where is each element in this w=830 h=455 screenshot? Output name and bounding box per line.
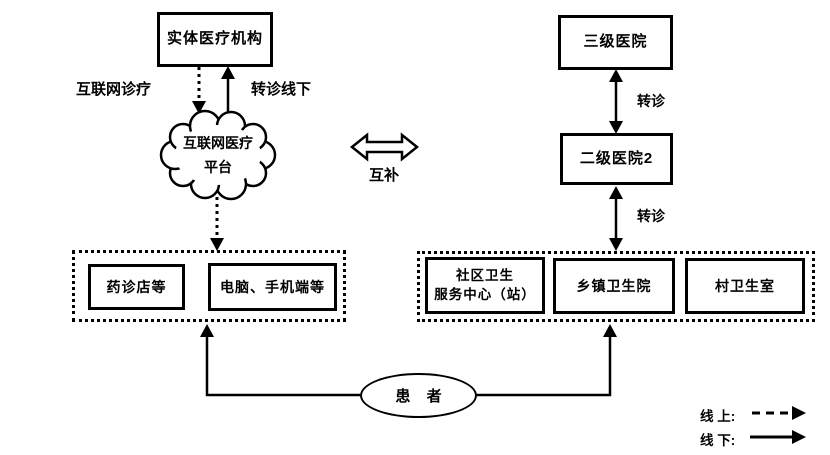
node-device-terminal: 电脑、手机端等	[208, 263, 337, 311]
legend-online-dashed-arrow	[752, 406, 806, 420]
cloud-platform-line1: 互联网医疗	[183, 135, 253, 151]
patient-left-connector	[200, 324, 360, 397]
legend-offline-label: 线 下:	[700, 433, 736, 448]
legend-online-label: 线 上:	[700, 409, 736, 424]
node-village-clinic: 村卫生室	[685, 258, 805, 314]
terminals-dotted-group	[72, 250, 346, 322]
cloud-shape	[159, 109, 277, 201]
node-pharmacy-terminal: 药诊店等	[88, 264, 185, 310]
patient-right-connector	[477, 324, 617, 397]
cloud-dotted-arrow-down	[210, 197, 224, 251]
label-referral-lower: 转诊	[637, 208, 665, 224]
node-physical-institution: 实体医疗机构	[157, 12, 273, 67]
node-community-health-center: 社区卫生 服务中心（站）	[425, 257, 545, 314]
cloud-platform-line2: 平台	[204, 159, 232, 175]
community-center-line1: 社区卫生	[456, 268, 514, 284]
primary-facilities-dotted-group	[417, 251, 815, 322]
label-referral-upper: 转诊	[637, 93, 665, 109]
legend-offline-solid-arrow	[750, 430, 806, 444]
offline-solid-arrow-up	[221, 66, 235, 117]
node-patient: 患 者	[360, 373, 477, 418]
cloud-platform-label: 互联网医疗 平台	[163, 131, 273, 179]
node-township-clinic: 乡镇卫生院	[553, 258, 675, 314]
node-secondary-hospital: 二级医院2	[560, 133, 673, 185]
community-center-line2: 服务中心（站）	[434, 286, 536, 302]
node-tertiary-hospital: 三级医院	[558, 15, 673, 70]
label-offline-referral: 转诊线下	[251, 81, 312, 98]
label-complement: 互补	[369, 167, 400, 184]
referral-arrow-upper	[609, 69, 623, 134]
referral-arrow-lower	[609, 186, 623, 251]
label-online-care: 互联网诊疗	[76, 81, 152, 98]
online-dotted-arrow-down	[192, 67, 206, 114]
complement-double-arrow	[349, 132, 420, 162]
